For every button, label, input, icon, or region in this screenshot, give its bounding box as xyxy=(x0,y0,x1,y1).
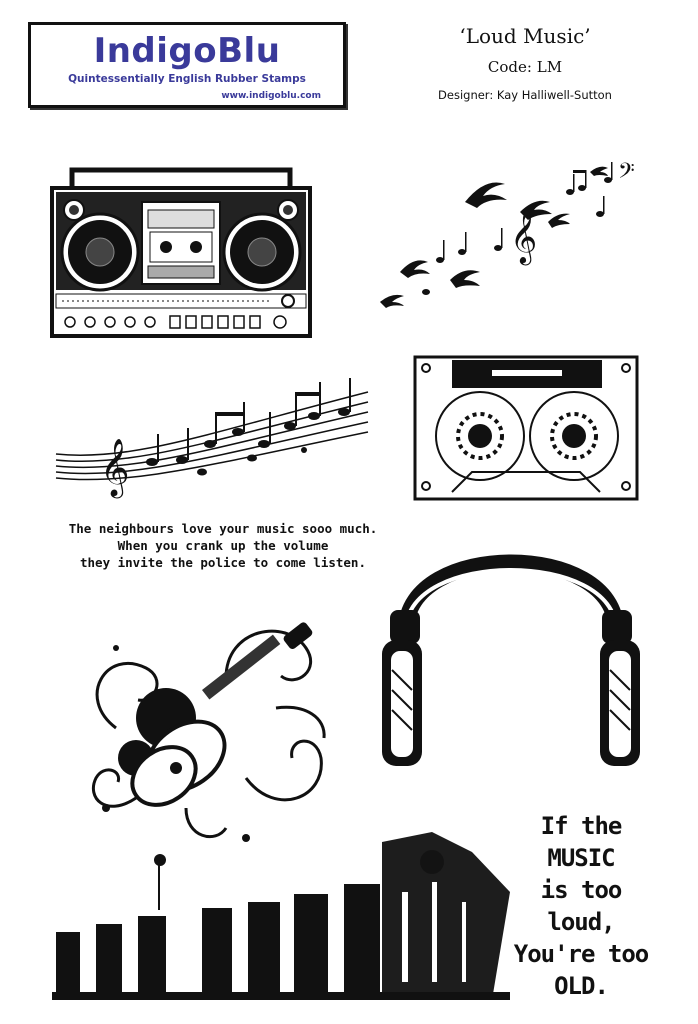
svg-text:𝄞: 𝄞 xyxy=(510,209,537,265)
svg-text:𝄞: 𝄞 xyxy=(100,438,130,499)
logo-url: www.indigoblu.com xyxy=(221,91,321,101)
piano-keys-image xyxy=(52,832,510,1000)
quote-line: The neighbours love your music sooo much… xyxy=(68,521,378,536)
brand-logo: IndigoBlu Quintessentially English Rubbe… xyxy=(28,22,346,108)
headphones-image xyxy=(382,554,640,766)
too-loud-quote: If the MUSIC is too loud, You're too OLD… xyxy=(506,810,656,1002)
product-designer: Designer: Kay Halliwell-Sutton xyxy=(438,88,612,102)
svg-text:𝄢: 𝄢 xyxy=(618,159,635,189)
quote-line: If the xyxy=(540,812,623,840)
quote-line: MUSIC xyxy=(547,844,615,872)
logo-brand-name: IndigoBlu xyxy=(93,31,281,71)
birds-music-notes-image: 𝄞 𝄢 xyxy=(380,159,635,308)
logo-tagline: Quintessentially English Rubber Stamps xyxy=(68,73,306,85)
product-title: ‘Loud Music’ xyxy=(459,24,591,48)
quote-line: OLD. xyxy=(554,972,609,1000)
quote-line: they invite the police to come listen. xyxy=(80,555,366,570)
quote-line: is too loud, xyxy=(540,876,623,936)
quote-line: You're too xyxy=(513,940,650,968)
boombox-image xyxy=(50,167,312,338)
music-staff-image: 𝄞 xyxy=(55,378,369,499)
guitar-swirls-image xyxy=(91,622,326,842)
quote-line: When you crank up the volume xyxy=(117,538,329,553)
product-code: Code: LM xyxy=(487,58,563,76)
cassette-tape-image xyxy=(413,355,639,501)
neighbours-quote: The neighbours love your music sooo much… xyxy=(52,520,394,571)
